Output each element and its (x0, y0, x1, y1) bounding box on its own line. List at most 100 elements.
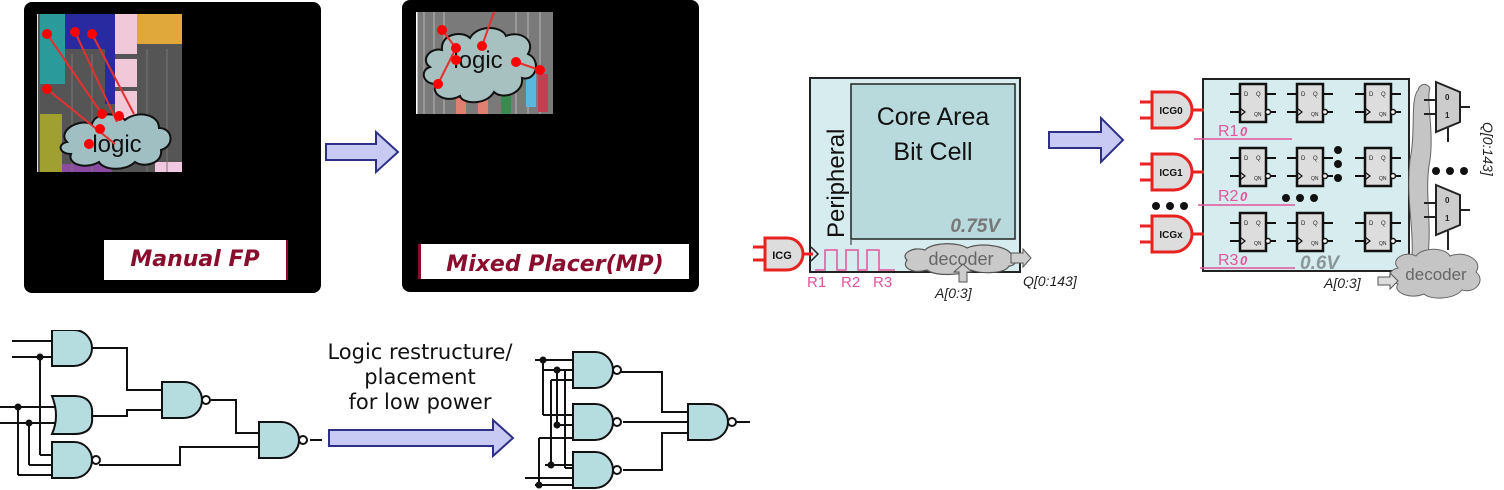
mux-top: 0 1 (1424, 80, 1470, 142)
manual-fp-panel: logic Manual FP (24, 2, 321, 293)
row-label-r2: R2 (841, 274, 860, 291)
mux-bottom: 0 1 (1424, 183, 1470, 250)
logic-gates-after (572, 351, 737, 489)
svg-text:Q: Q (1313, 156, 1318, 162)
bus-cloud (1408, 83, 1432, 263)
svg-text:QN: QN (1379, 241, 1387, 247)
output-label: Q[0:143] (1023, 273, 1078, 289)
flipflop-cell: D Q QN (1287, 146, 1333, 188)
transition-arrow-1 (325, 129, 400, 175)
logic-before-schematic (0, 330, 322, 479)
memory-block-before: Core Area Bit Cell Peripheral 0.75V ICG … (753, 77, 1078, 301)
row-value-r3: 0 (1240, 253, 1248, 268)
core-title-line1: Core Area (877, 103, 990, 131)
flipflop-cell: D Q QN (1287, 211, 1333, 253)
mux-input-0: 0 (1445, 196, 1450, 205)
transition-arrow-3 (328, 418, 515, 458)
decoder-cloud (1389, 248, 1481, 299)
flipflop-cell: D Q QN (1287, 82, 1333, 124)
row-label-r1: R1 (807, 274, 826, 291)
row-value-r2: 0 (1240, 189, 1248, 204)
svg-text:Q: Q (1256, 92, 1261, 98)
manual-fp-caption: Manual FP (104, 240, 288, 280)
manual-fp-layout-image: logic (37, 14, 182, 172)
row-label-r1: R1 (1218, 123, 1239, 140)
svg-text:D: D (1369, 92, 1374, 98)
logic-gates-before (50, 330, 308, 479)
core-title-line2: Bit Cell (893, 138, 972, 166)
svg-text:D: D (1244, 221, 1249, 227)
svg-text:D: D (1301, 92, 1306, 98)
restructure-label-line1: Logic restructure/ (327, 340, 513, 364)
mixed-placer-layout-image: logic (416, 12, 553, 114)
flipflop-cell: D Q QN (1355, 146, 1401, 188)
svg-text:QN: QN (1254, 176, 1262, 182)
clock-waveform (815, 249, 895, 271)
mux-input-1: 1 (1445, 214, 1450, 223)
output-label-after: Q[0:143] (1480, 122, 1496, 177)
core-area (850, 83, 1016, 240)
svg-text:QN: QN (1379, 112, 1387, 118)
svg-text:D: D (1244, 92, 1249, 98)
mixed-placer-panel: logic Mixed Placer(MP) (402, 0, 699, 292)
icg-gate: ICG1 (1140, 152, 1204, 192)
restructure-label: Logic restructure/ placement for low pow… (305, 340, 535, 415)
svg-text:ICG1: ICG1 (1159, 168, 1183, 179)
svg-text:D: D (1369, 156, 1374, 162)
restructure-label-line3: for low power (348, 390, 492, 414)
row-label-r3: R3 (873, 274, 892, 291)
mux-input-1: 1 (1445, 111, 1450, 120)
svg-text:Q: Q (1381, 92, 1386, 98)
address-arrow-icon (1377, 271, 1399, 291)
restructure-label-line2: placement (364, 365, 476, 389)
svg-text:QN: QN (1311, 176, 1319, 182)
flipflop-cell: D Q QN (1355, 82, 1401, 124)
core-voltage-after: 0.6V (1300, 253, 1340, 274)
svg-text:D: D (1369, 221, 1374, 227)
core-voltage: 0.75V (950, 216, 1001, 237)
svg-text:D: D (1301, 156, 1306, 162)
mixed-placer-caption: Mixed Placer(MP) (418, 244, 689, 279)
mixed-logic-label: logic (453, 47, 502, 74)
svg-text:QN: QN (1379, 176, 1387, 182)
flipflop-cell: D Q QN (1230, 82, 1276, 124)
row-label-r2: R2 (1218, 188, 1239, 205)
svg-text:ICG0: ICG0 (1159, 106, 1183, 117)
icg-gate: ICGx (1140, 214, 1204, 254)
svg-text:Q: Q (1313, 92, 1318, 98)
svg-text:QN: QN (1254, 241, 1262, 247)
svg-text:Q: Q (1313, 221, 1318, 227)
pin-dots (433, 25, 545, 89)
svg-text:D: D (1301, 221, 1306, 227)
peripheral-label: Peripheral (823, 129, 850, 238)
pin-dots (42, 27, 124, 149)
svg-text:Q: Q (1256, 156, 1261, 162)
ellipsis-dots (1152, 146, 1468, 210)
output-arrow-icon (1010, 247, 1032, 269)
decoder-label-after: decoder (1405, 265, 1467, 284)
svg-text:Q: Q (1381, 221, 1386, 227)
row-label-r3: R3 (1218, 252, 1239, 269)
mux-input-0: 0 (1445, 93, 1450, 102)
row-value-r1: 0 (1240, 124, 1248, 139)
svg-text:D: D (1244, 156, 1249, 162)
svg-text:ICGx: ICGx (1159, 230, 1183, 241)
address-label-after: A[0:3] (1323, 275, 1362, 291)
icg-label: ICG (772, 250, 792, 262)
logic-after-schematic (525, 351, 750, 489)
address-arrow-icon (952, 263, 974, 283)
svg-text:QN: QN (1311, 112, 1319, 118)
svg-text:Q: Q (1381, 156, 1386, 162)
transition-arrow-2 (1048, 115, 1125, 165)
decoder-label: decoder (928, 249, 993, 269)
svg-text:QN: QN (1254, 112, 1262, 118)
svg-text:QN: QN (1311, 241, 1319, 247)
icg-gate: ICG (753, 236, 813, 272)
icg-gate: ICG0 (1140, 90, 1204, 130)
address-label: A[0:3] (934, 285, 973, 301)
flipflop-cell: D Q QN (1355, 211, 1401, 253)
